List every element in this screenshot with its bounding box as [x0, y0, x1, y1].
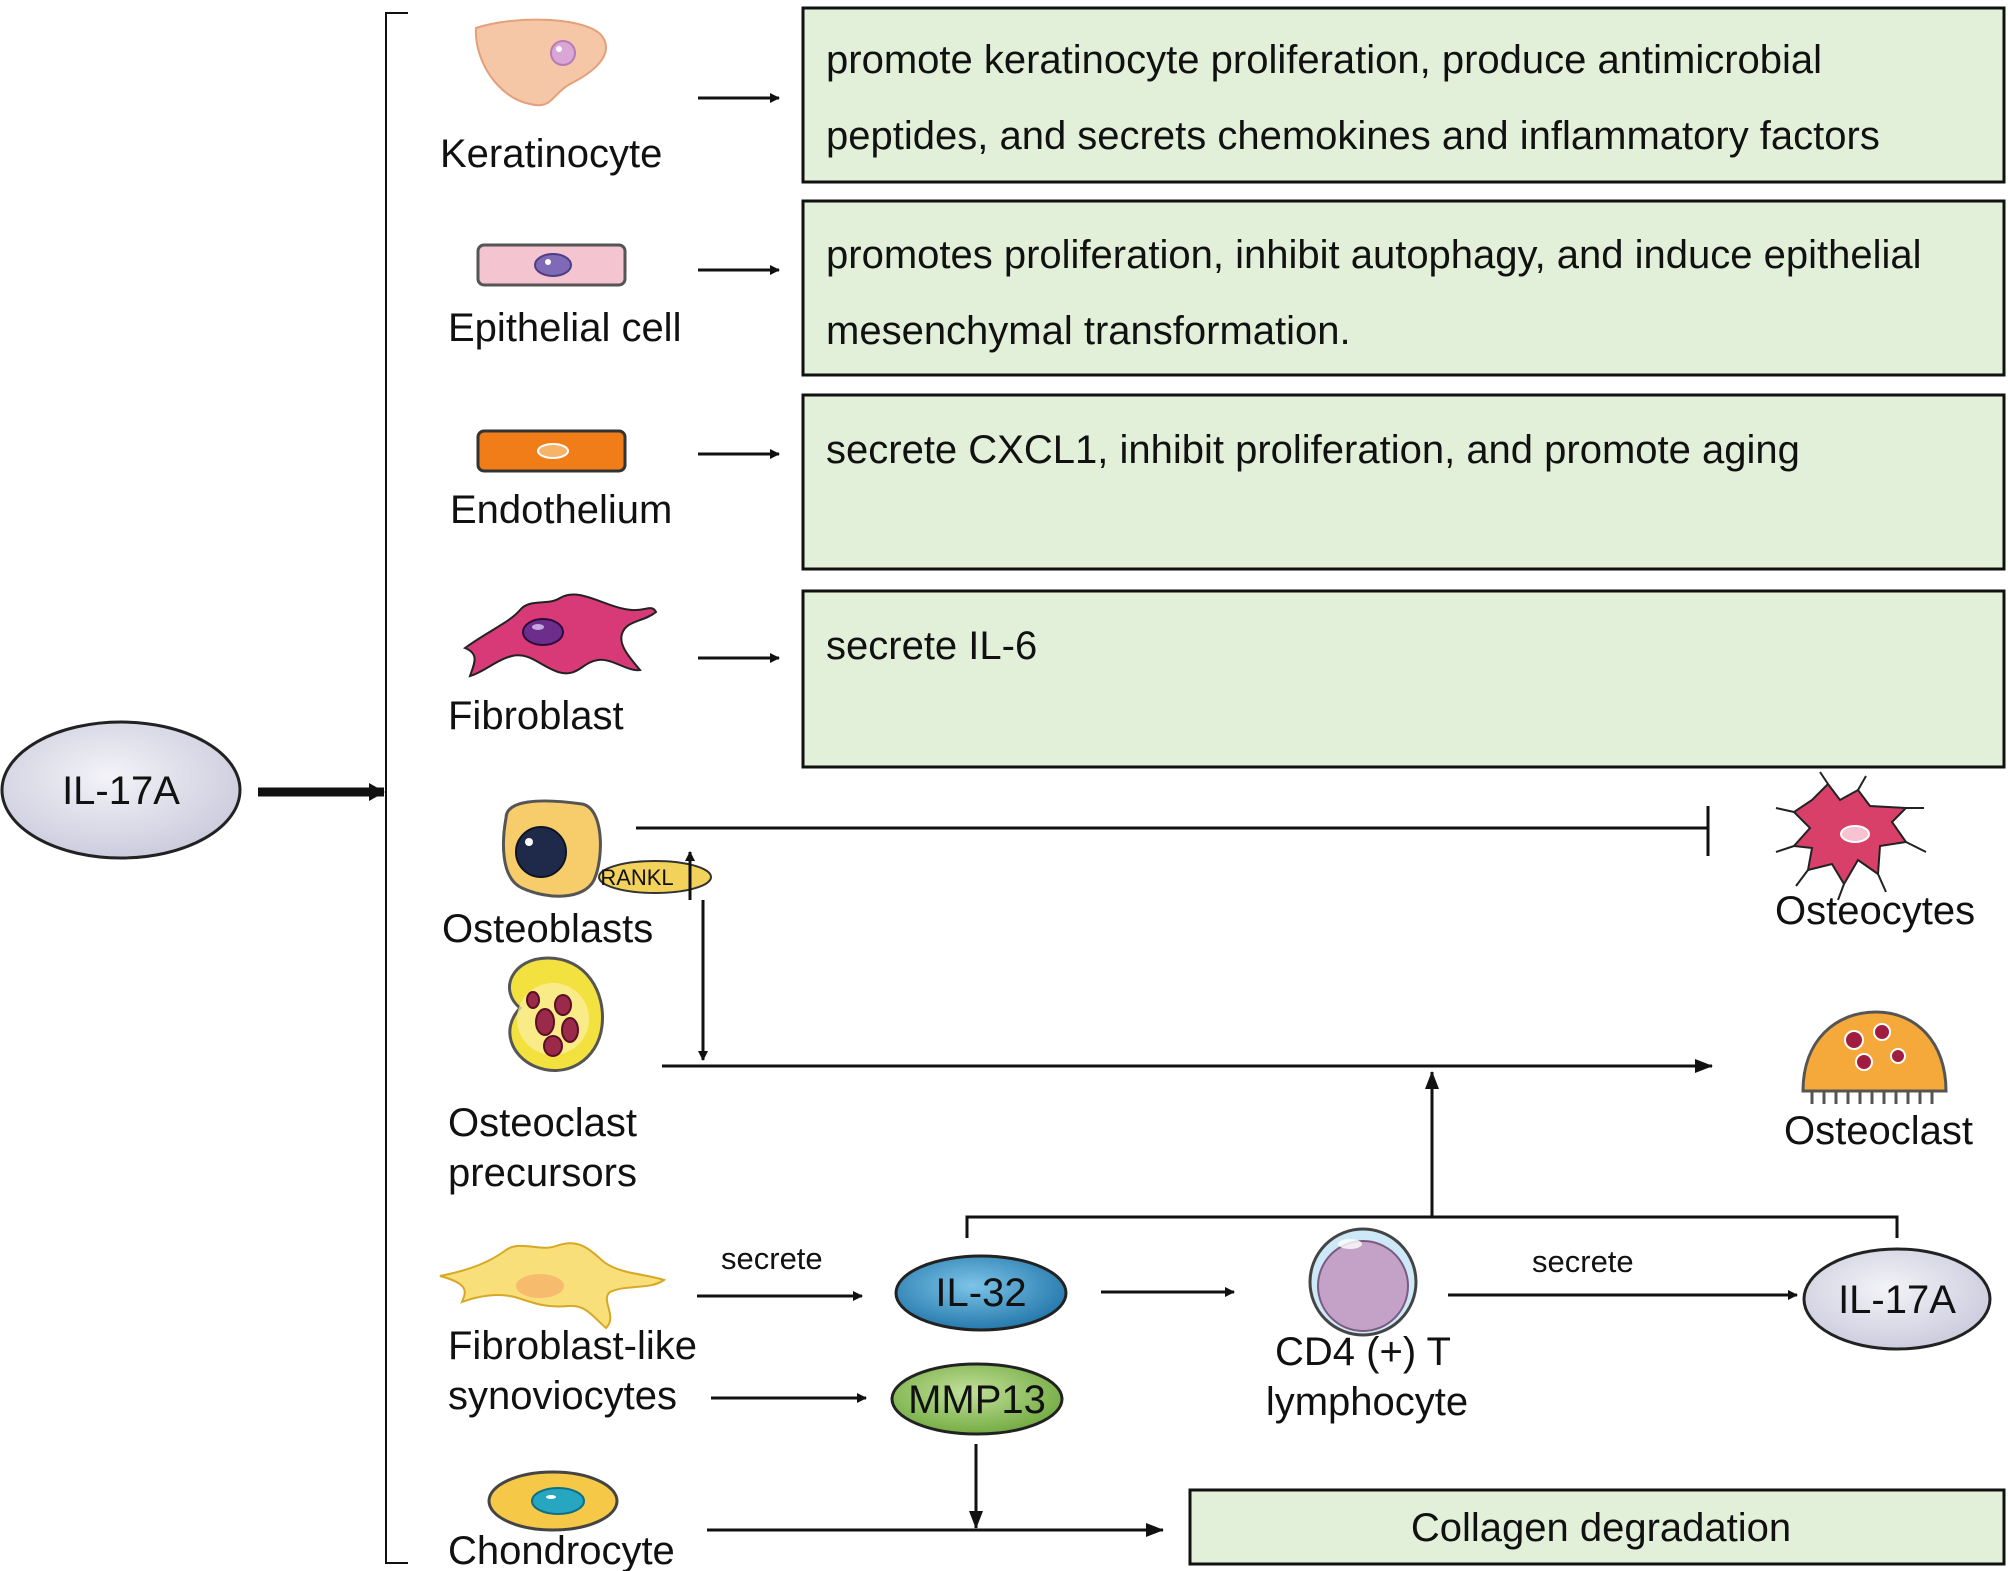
- mmp13-node: MMP13: [890, 1362, 1064, 1436]
- chondrocyte-label: Chondrocyte: [448, 1529, 675, 1571]
- keratinocyte-effect-line-1: promote keratinocyte proliferation, prod…: [826, 38, 1822, 82]
- fibroblast-effect-line-1: secrete IL-6: [826, 624, 1037, 668]
- keratinocyte-effect-line-2: peptides, and secrets chemokines and inf…: [826, 114, 1880, 158]
- fls-label-2: synoviocytes: [448, 1374, 677, 1418]
- rankl-label: RANKL: [600, 865, 673, 890]
- osteocytes-label: Osteocytes: [1775, 889, 1975, 933]
- osteoclast-label: Osteoclast: [1784, 1109, 1973, 1153]
- rankl-receptor: RANKL: [598, 860, 712, 894]
- il17a-small-label: IL-17A: [1838, 1278, 1956, 1322]
- epithelial-effect-line-2: mesenchymal transformation.: [826, 309, 1351, 353]
- endothelium-effect-line-1: secrete CXCL1, inhibit proliferation, an…: [826, 428, 1800, 472]
- chondrocyte-icon: [487, 1470, 619, 1532]
- secrete-label-2: secrete: [1532, 1244, 1634, 1279]
- epithelial-effect-line-1: promotes proliferation, inhibit autophag…: [826, 233, 1922, 277]
- endothelium-effect-box: [801, 393, 2006, 571]
- epithelial-effect-box: [801, 199, 2006, 377]
- osteoclast-precursor-icon: [508, 956, 604, 1072]
- fibroblast-label: Fibroblast: [448, 694, 624, 738]
- cd4-label-1: CD4 (+) T: [1275, 1330, 1451, 1374]
- il17a-node: IL-17A: [0, 720, 242, 860]
- il17a-label: IL-17A: [62, 769, 180, 813]
- epithelial-cell-icon: [476, 243, 627, 287]
- osteoclast-precursors-label-1: Osteoclast: [448, 1101, 637, 1145]
- il32-il17a-bracket: [965, 1215, 1899, 1238]
- osteoclast-precursors-label-2: precursors: [448, 1151, 637, 1195]
- il17a-small-node: IL-17A: [1802, 1247, 1992, 1351]
- il32-label: IL-32: [935, 1271, 1026, 1315]
- keratinocyte-label: Keratinocyte: [440, 132, 662, 176]
- osteoblasts-label: Osteoblasts: [442, 907, 653, 951]
- keratinocyte-effect-box: [801, 6, 2006, 184]
- keratinocyte-icon: [474, 18, 607, 107]
- osteoblast-icon: [502, 799, 602, 898]
- osteocyte-icon: [1775, 771, 1927, 901]
- fls-label-1: Fibroblast-like: [448, 1324, 697, 1368]
- endothelium-label: Endothelium: [450, 488, 672, 532]
- epithelial-cell-label: Epithelial cell: [448, 306, 681, 350]
- fibroblast-effect-box: [801, 589, 2006, 769]
- collagen-degradation-label: Collagen degradation: [1411, 1506, 1791, 1550]
- mmp13-label: MMP13: [908, 1378, 1046, 1422]
- il32-node: IL-32: [894, 1254, 1068, 1332]
- cd4-t-lymphocyte-icon: [1308, 1227, 1418, 1337]
- osteoclast-icon: [1801, 1010, 1948, 1104]
- fibroblast-icon: [462, 593, 658, 678]
- cd4-label-2: lymphocyte: [1266, 1380, 1468, 1424]
- secrete-label-1: secrete: [721, 1241, 823, 1276]
- fls-icon: [439, 1242, 667, 1330]
- collagen-degradation-box: [1188, 1488, 2006, 1566]
- bracket: [385, 12, 408, 1564]
- endothelium-icon: [476, 429, 627, 473]
